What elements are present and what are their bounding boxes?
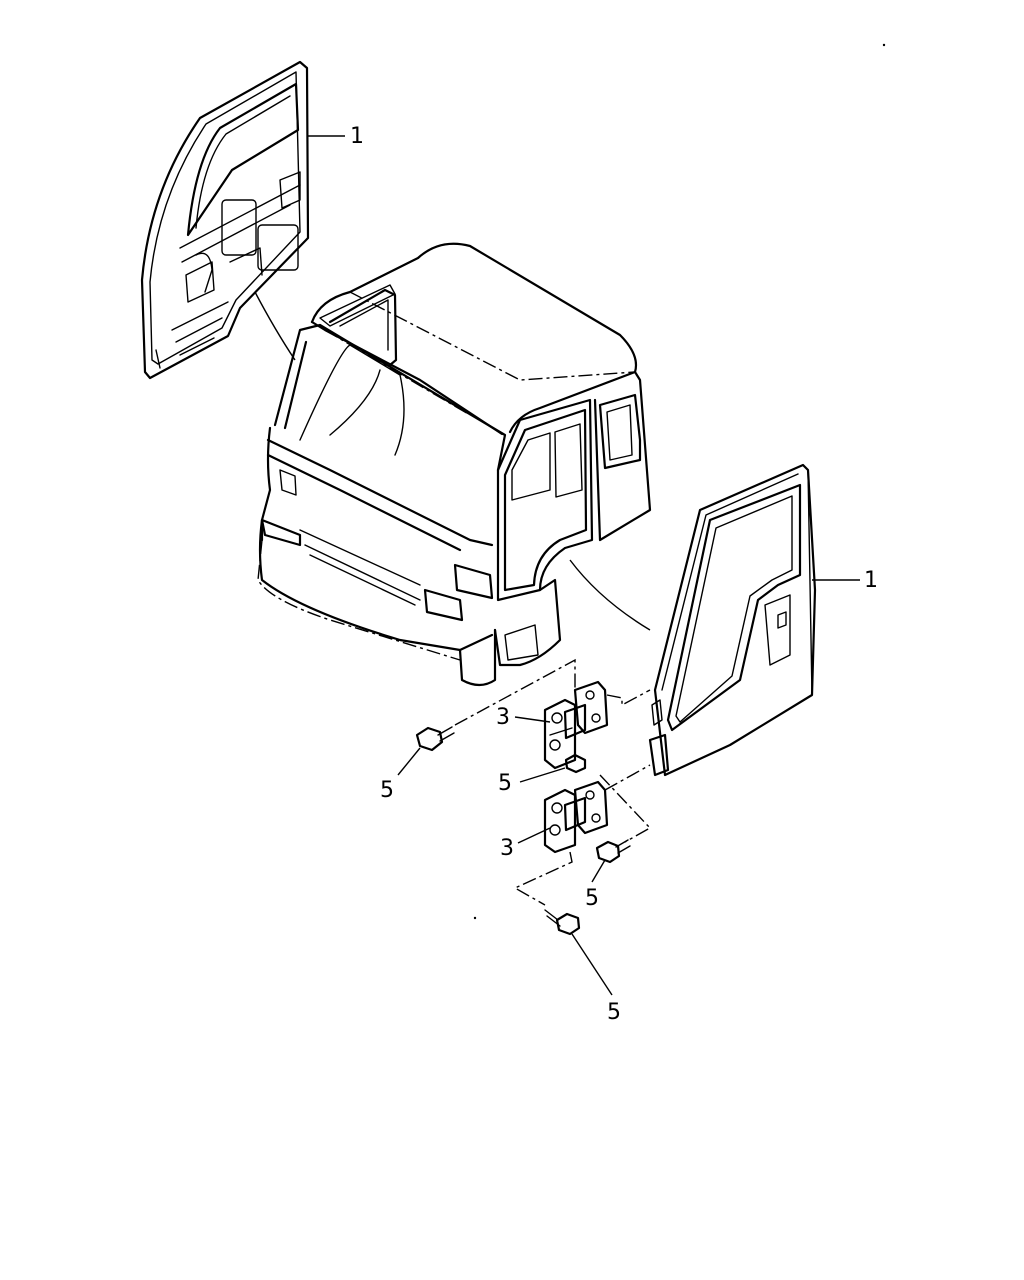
callout-left-door: 1 <box>350 124 364 149</box>
scan-speck <box>473 916 477 920</box>
callout-bolt-b: 5 <box>498 771 512 796</box>
bolt-c <box>595 839 631 864</box>
upper-hinge <box>543 680 609 770</box>
scan-speck <box>882 43 886 47</box>
bolt-a <box>415 726 455 752</box>
callout-upper-hinge: 3 <box>496 705 510 730</box>
bolt-b <box>564 753 587 774</box>
callout-bolt-c: 5 <box>585 886 599 911</box>
bolt-d <box>544 909 581 936</box>
lower-hinge <box>543 780 609 854</box>
right-door <box>648 463 817 777</box>
callout-right-door: 1 <box>864 568 878 593</box>
truck-cab <box>257 242 652 687</box>
callout-bolt-d: 5 <box>607 1000 621 1025</box>
callout-lower-hinge: 3 <box>500 836 514 861</box>
callout-leaders <box>307 135 860 996</box>
right-door-leader <box>569 559 651 631</box>
assembly-lines <box>454 658 652 906</box>
left-door <box>140 60 310 380</box>
left-door-leader <box>254 291 296 361</box>
callout-bolt-a: 5 <box>380 778 394 803</box>
